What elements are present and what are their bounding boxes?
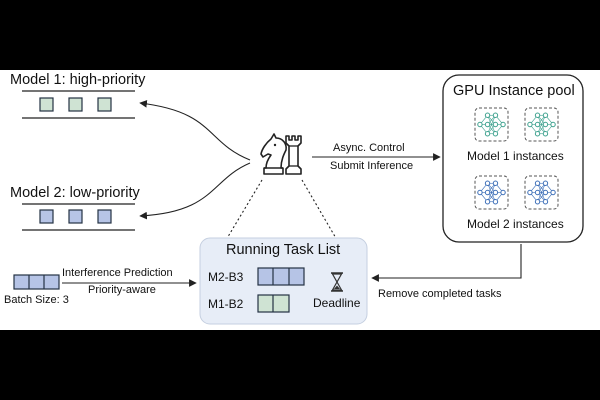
model2-title: Model 2: low-priority xyxy=(10,185,140,201)
neural-network-icons xyxy=(477,112,556,205)
task-m1b2-label: M1-B2 xyxy=(208,297,244,311)
nn-node xyxy=(542,121,549,128)
nn-node xyxy=(477,121,483,128)
nn-node xyxy=(492,199,499,205)
arrow-to-model2 xyxy=(139,162,251,220)
nn-node xyxy=(477,189,483,196)
running-task-list-title: Running Task List xyxy=(226,242,341,258)
nn-node xyxy=(534,199,541,205)
nn-node xyxy=(542,131,549,137)
nn-edge xyxy=(487,183,496,202)
batch-size-label: Batch Size: 3 xyxy=(4,294,69,306)
submit-inference-label: Submit Inference xyxy=(330,160,414,172)
model1-task-block xyxy=(68,97,83,112)
model2-task-block xyxy=(39,209,54,224)
model1-task-block xyxy=(39,97,54,112)
nn-edge xyxy=(537,115,546,134)
model1-queue xyxy=(22,90,135,119)
model1-instances-label: Model 1 instances xyxy=(467,149,564,163)
nn-edge xyxy=(487,115,496,134)
nn-node xyxy=(492,131,499,137)
model1-title: Model 1: high-priority xyxy=(10,72,146,88)
model2-queue xyxy=(22,203,135,231)
nn-node xyxy=(492,180,499,186)
nn-node xyxy=(484,131,491,137)
priority-aware-label: Priority-aware xyxy=(88,284,156,296)
nn-node xyxy=(492,112,499,118)
nn-node xyxy=(542,189,549,196)
nn-node xyxy=(500,121,506,128)
nn-node xyxy=(484,189,491,196)
model2-task-block xyxy=(68,209,83,224)
dotted-link-left xyxy=(225,179,263,241)
interference-prediction-label: Interference Prediction xyxy=(62,267,173,279)
nn-node xyxy=(542,199,549,205)
nn-node xyxy=(527,121,533,128)
nn-node xyxy=(534,121,541,128)
nn-node xyxy=(542,180,549,186)
chess-pieces-icon xyxy=(260,133,302,175)
nn-edge xyxy=(537,183,546,202)
gpu-instance-pool-box xyxy=(442,74,584,243)
nn-node xyxy=(534,131,541,137)
nn-node xyxy=(500,189,506,196)
nn-node xyxy=(534,112,541,118)
nn-node xyxy=(542,112,549,118)
task-m2b3-label: M2-B3 xyxy=(208,270,244,284)
nn-node xyxy=(492,121,499,128)
model2-task-block xyxy=(97,209,112,224)
nn-node xyxy=(484,199,491,205)
nn-node xyxy=(550,189,556,196)
arrow-to-model1 xyxy=(139,100,251,161)
incoming-batch-block xyxy=(13,274,60,290)
nn-node xyxy=(534,189,541,196)
arrow-remove-completed xyxy=(371,244,522,282)
nn-node xyxy=(484,121,491,128)
model2-instances-label: Model 2 instances xyxy=(467,217,564,231)
nn-node xyxy=(534,180,541,186)
hourglass-icon xyxy=(331,272,343,292)
model1-task-block xyxy=(97,97,112,112)
remove-completed-label: Remove completed tasks xyxy=(378,288,502,300)
deadline-label: Deadline xyxy=(313,296,361,310)
nn-node xyxy=(484,180,491,186)
async-control-label: Async. Control xyxy=(333,142,405,154)
neural-network-icon xyxy=(474,107,559,210)
nn-node xyxy=(527,189,533,196)
nn-node xyxy=(492,189,499,196)
nn-node xyxy=(550,121,556,128)
dotted-link-right xyxy=(301,179,338,241)
gpu-pool-title: GPU Instance pool xyxy=(453,83,575,99)
task-m2b3-block xyxy=(257,267,305,286)
nn-node xyxy=(484,112,491,118)
